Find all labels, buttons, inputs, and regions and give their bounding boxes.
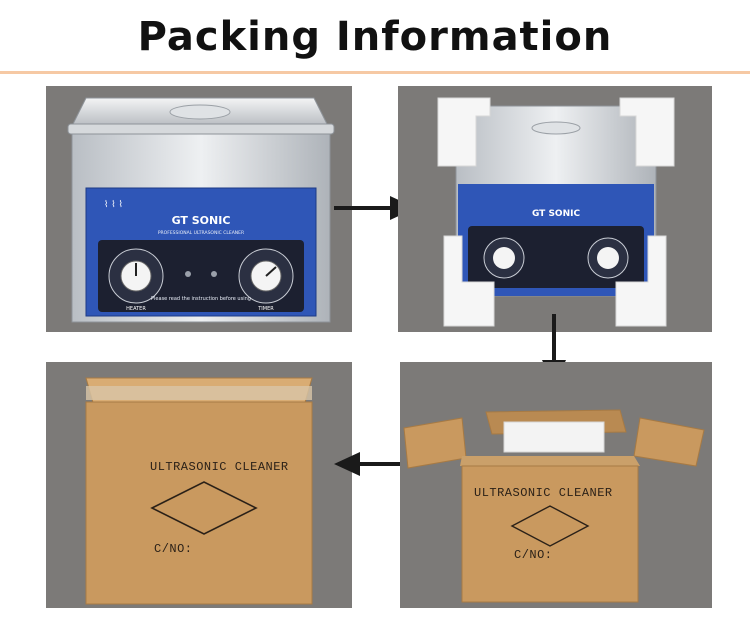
sealed-carton-illustration: ULTRASONIC CLEANER C/NO: [85, 377, 313, 605]
cleaner-illustration: GT SONIC PROFESSIONAL ULTRASONIC CLEANER… [67, 97, 335, 323]
sealed-carton-cno: C/NO: [154, 542, 193, 556]
foam-cleaner-brand: GT SONIC [532, 209, 581, 219]
photo-cleaner-unit: GT SONIC PROFESSIONAL ULTRASONIC CLEANER… [46, 86, 352, 332]
photo-sealed-carton: ULTRASONIC CLEANER C/NO: [46, 362, 352, 608]
cleaner-brand: GT SONIC [172, 214, 231, 227]
photo-open-carton: ULTRASONIC CLEANER C/NO: [400, 362, 712, 608]
open-carton-cno: C/NO: [514, 548, 553, 562]
wash-symbols-icon: ⌇ ⌇ ⌇ [104, 199, 123, 210]
open-carton-label: ULTRASONIC CLEANER [474, 486, 613, 500]
title-underline [0, 71, 750, 74]
timer-knob-label: TIMER [257, 306, 274, 312]
heater-knob-label: HEATER [126, 306, 146, 312]
cleaner-subtitle: PROFESSIONAL ULTRASONIC CLEANER [158, 230, 244, 236]
page-title: Packing Information [137, 14, 613, 60]
photo-cleaner-in-foam: GT SONIC [398, 86, 712, 332]
open-carton-illustration: ULTRASONIC CLEANER C/NO: [403, 409, 705, 603]
sealed-carton-label: ULTRASONIC CLEANER [150, 460, 289, 474]
cleaner-notice: Please read the instruction before using [151, 296, 251, 302]
foam-packing-illustration: GT SONIC [437, 97, 675, 327]
